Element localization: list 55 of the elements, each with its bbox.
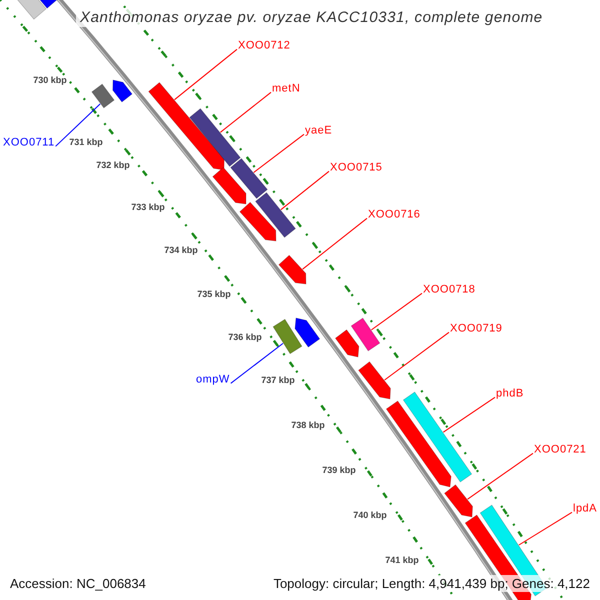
gene-bar <box>112 80 133 102</box>
gene-name: phdB <box>496 388 524 400</box>
leader-line <box>174 48 238 100</box>
gene-bar <box>334 329 360 358</box>
gene-name: lpdA <box>573 502 598 516</box>
leader-line <box>442 396 496 433</box>
gene-bar <box>402 392 472 482</box>
gene-name: XOO0715 <box>330 162 382 174</box>
gene-bar <box>350 318 380 352</box>
scale-label: 737 kbp <box>261 375 295 385</box>
gene-bar <box>272 318 302 354</box>
gene-bar <box>230 158 268 199</box>
scale-label: 739 kbp <box>322 465 356 475</box>
gene-bar <box>294 318 320 348</box>
gene-bar <box>148 82 224 170</box>
scale-label: 732 kbp <box>96 160 130 170</box>
leader-line <box>280 170 330 210</box>
gene-name: yaeE <box>305 124 332 138</box>
leader-line <box>518 512 572 546</box>
leader-line <box>253 134 304 173</box>
scale-label: 734 kbp <box>164 245 198 255</box>
genome-info-text: Topology: circular; Length: 4,941,439 bp; Genes: 4,122 <box>271 575 592 592</box>
leader-line <box>302 218 368 270</box>
gene-bar <box>386 400 452 488</box>
gene-bar <box>255 192 296 238</box>
gene-name: XOO0711 <box>3 136 55 150</box>
scale-label: 735 kbp <box>197 289 231 299</box>
gene-name: XOO0719 <box>450 322 502 336</box>
gene-bar <box>212 166 246 204</box>
scale-label: 738 kbp <box>291 420 325 430</box>
gene-name: XOO0721 <box>534 444 586 456</box>
leader-line <box>220 92 272 133</box>
scale-label: 741 kbp <box>385 555 419 565</box>
scale-label: 730 kbp <box>33 75 67 85</box>
leader-line <box>230 342 284 384</box>
gene-name: XOO0712 <box>238 40 290 52</box>
leader-line <box>384 332 450 380</box>
gene-bar <box>278 254 306 284</box>
gene-name: ompW <box>196 374 230 386</box>
leader-line <box>370 292 422 330</box>
gene-bar <box>239 202 276 242</box>
gene-name: metN <box>272 82 300 96</box>
scale-label: 740 kbp <box>353 510 387 520</box>
gene-name: XOO0716 <box>368 208 420 222</box>
leader-line <box>467 452 534 500</box>
scale-label: 733 kbp <box>131 202 165 212</box>
leader-line <box>55 103 101 147</box>
scale-label: 731 kbp <box>69 137 103 147</box>
gene-bar <box>91 84 115 108</box>
scale-label: 736 kbp <box>228 332 262 342</box>
gene-bar <box>444 484 473 518</box>
gene-bar <box>40 0 58 9</box>
gene-name: XOO0718 <box>423 284 476 296</box>
gene-bar <box>358 361 391 400</box>
gene-bar <box>189 108 241 167</box>
